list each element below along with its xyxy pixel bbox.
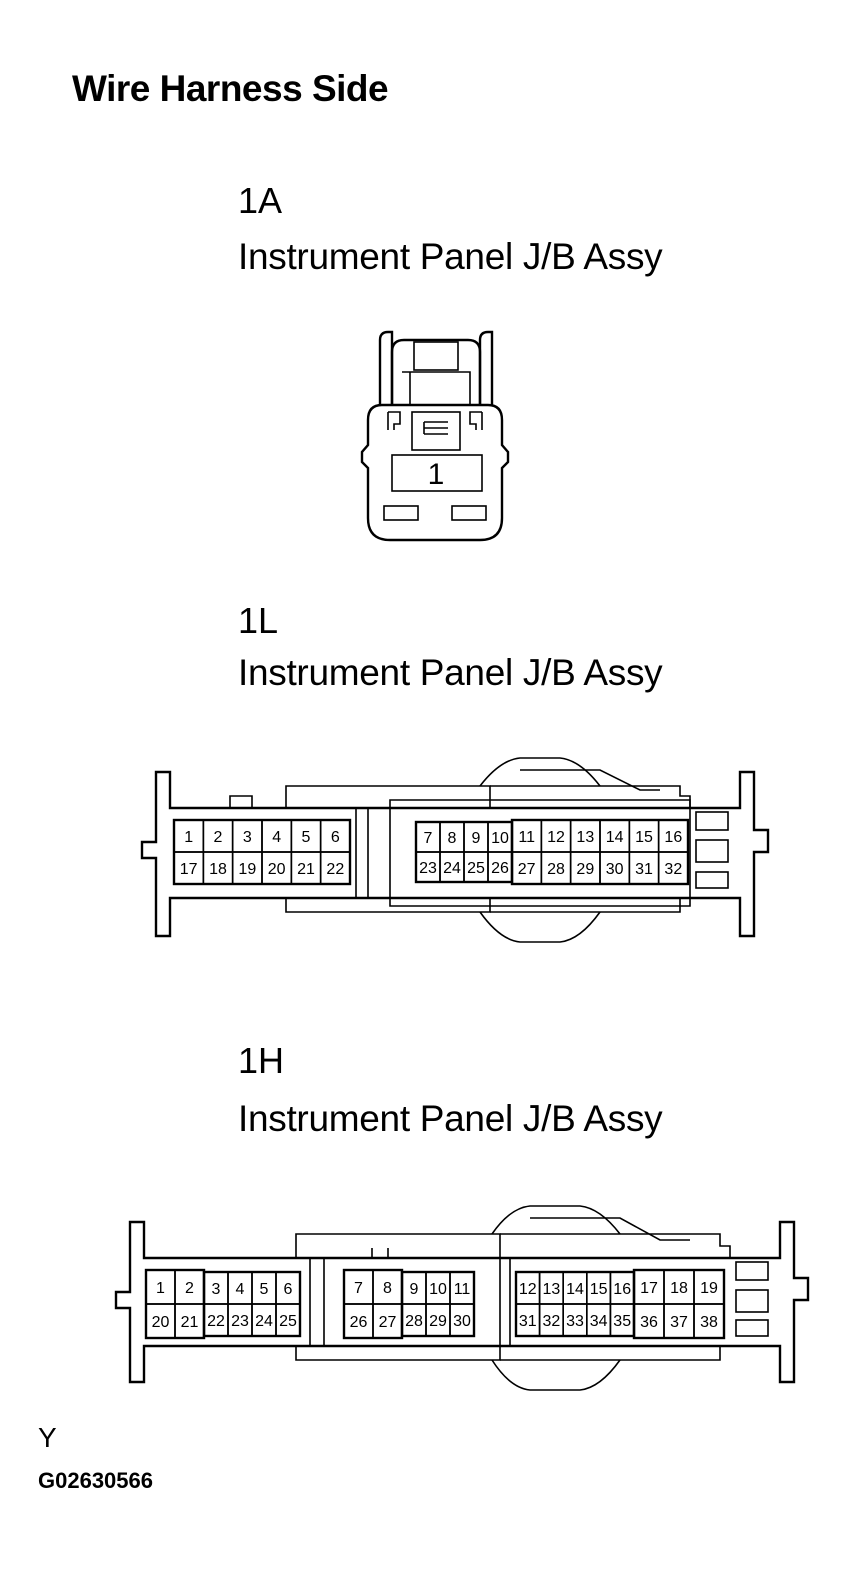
connector-1l-pin-8: 8 [448, 830, 457, 847]
connector-1h-pin-9: 9 [410, 1281, 419, 1298]
connector-1l-pin-12: 12 [547, 829, 565, 846]
connector-1h-name: Instrument Panel J/B Assy [238, 1098, 663, 1139]
connector-1h-pin-37: 37 [670, 1314, 688, 1331]
connector-1h-pin-21: 21 [181, 1314, 199, 1331]
connector-1h-pin-3: 3 [212, 1281, 221, 1298]
connector-1l-pin-1: 1 [184, 829, 193, 846]
connector-1l-id: 1L [238, 600, 279, 641]
connector-1l-pin-32: 32 [664, 861, 682, 878]
connector-1h-pin-29: 29 [429, 1313, 447, 1330]
connector-1h-pin-8: 8 [383, 1280, 392, 1297]
connector-1l-pin-29: 29 [576, 861, 594, 878]
connector-1h-pin-30: 30 [453, 1313, 471, 1330]
connector-1h-pin-25: 25 [279, 1313, 297, 1330]
connector-1l-pin-30: 30 [606, 861, 624, 878]
connector-1h-pin-4: 4 [236, 1281, 245, 1298]
connector-1a-name: Instrument Panel J/B Assy [238, 236, 663, 277]
connector-1l-pin-17: 17 [180, 861, 198, 878]
connector-1l-pin-7: 7 [424, 830, 433, 847]
connector-1h-pin-26: 26 [350, 1314, 368, 1331]
connector-1l-pin-5: 5 [302, 829, 311, 846]
connector-1l-pin-21: 21 [297, 861, 315, 878]
connector-1l-pin-6: 6 [331, 829, 340, 846]
connector-1l-pin-14: 14 [606, 829, 624, 846]
connector-1h-pin-34: 34 [590, 1313, 608, 1330]
connector-1l-pin-cell [657, 851, 689, 885]
connector-1h-pin-10: 10 [429, 1281, 447, 1298]
connector-1h-pin-22: 22 [207, 1313, 225, 1330]
connector-1h-pin-16: 16 [613, 1281, 631, 1298]
connector-1h-pin-32: 32 [543, 1313, 561, 1330]
connector-1l-pin-20: 20 [268, 861, 286, 878]
connector-1h-pin-11: 11 [454, 1281, 471, 1298]
connector-1l-pin-15: 15 [635, 829, 653, 846]
connector-1h-pin-12: 12 [519, 1281, 537, 1298]
connector-1a-id: 1A [238, 180, 283, 221]
connector-1l-pin-31: 31 [635, 861, 653, 878]
connector-1h-pin-cell [449, 1303, 475, 1337]
connector-1l-pin-13: 13 [576, 829, 594, 846]
connector-1h-pin-36: 36 [640, 1314, 658, 1331]
connector-1h-pin-24: 24 [255, 1313, 273, 1330]
connector-1h-pin-31: 31 [519, 1313, 537, 1330]
connector-1l-pin-28: 28 [547, 861, 565, 878]
connector-1l-pin-10: 10 [491, 830, 509, 847]
connector-1h-pin-19: 19 [700, 1280, 718, 1297]
connector-1h-pin-14: 14 [566, 1281, 584, 1298]
connector-1h-pin-38: 38 [700, 1314, 718, 1331]
connector-1h-pin-7: 7 [354, 1280, 363, 1297]
connector-1h-pin-20: 20 [152, 1314, 170, 1331]
connector-1h-pin-35: 35 [613, 1313, 631, 1330]
view-letter: Y [38, 1422, 57, 1453]
connector-1l-pin-9: 9 [472, 830, 481, 847]
connector-1l-pin-2: 2 [214, 829, 223, 846]
connector-1l-pin-26: 26 [491, 860, 509, 877]
connector-1l-pin-4: 4 [272, 829, 281, 846]
connector-1h-pin-17: 17 [640, 1280, 658, 1297]
connector-1a-body [360, 330, 510, 542]
connector-1h-pin-28: 28 [405, 1313, 423, 1330]
connector-1h-pin-18: 18 [670, 1280, 688, 1297]
connector-1h-pin-cell [275, 1303, 301, 1337]
connector-1l-pin-11: 11 [518, 829, 535, 846]
connector-1h-id: 1H [238, 1040, 285, 1081]
connector-1l-pin-22: 22 [326, 861, 344, 878]
connector-1h-body [114, 1205, 810, 1391]
connector-1h-pin-5: 5 [260, 1281, 269, 1298]
connector-1h-pin-cell [693, 1303, 725, 1339]
connector-1h-pin-2: 2 [185, 1280, 194, 1297]
connector-1l-pin-27: 27 [518, 861, 536, 878]
connector-1l-pin-16: 16 [664, 829, 682, 846]
connector-1l-body [140, 757, 770, 943]
connector-1l-pin-23: 23 [419, 860, 437, 877]
connector-1l-name: Instrument Panel J/B Assy [238, 652, 663, 693]
connector-1h-pin-1: 1 [156, 1280, 165, 1297]
connector-1l-pin-18: 18 [209, 861, 227, 878]
connector-1h-pin-23: 23 [231, 1313, 249, 1330]
connector-1h-pin-27: 27 [379, 1314, 397, 1331]
connector-1h-pin-15: 15 [590, 1281, 608, 1298]
connector-1h-pin-33: 33 [566, 1313, 584, 1330]
diagram-title: Wire Harness Side [72, 68, 389, 109]
connector-1l-pin-cell [319, 851, 351, 885]
connector-1a-pin: 1 [428, 458, 445, 491]
connector-1h-pin-13: 13 [543, 1281, 561, 1298]
connector-1l-pin-3: 3 [243, 829, 252, 846]
connector-1l-pin-24: 24 [443, 860, 461, 877]
connector-1l-pin-25: 25 [467, 860, 485, 877]
connector-1l-pin-19: 19 [238, 861, 256, 878]
figure-code: G02630566 [38, 1468, 153, 1493]
connector-1h-pin-6: 6 [284, 1281, 293, 1298]
